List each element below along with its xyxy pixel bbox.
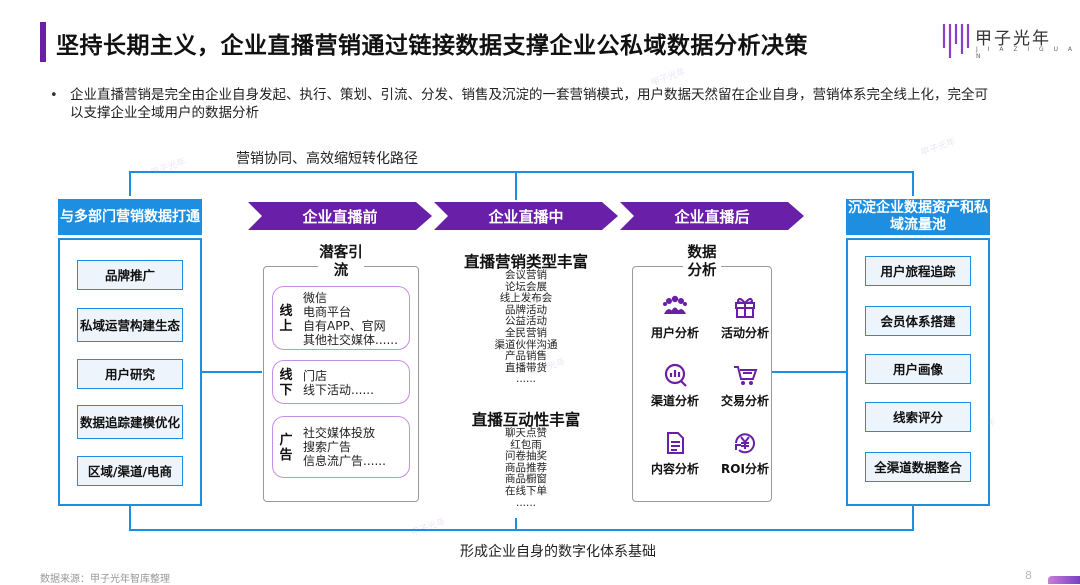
pre-online-line: 微信 [303, 291, 328, 305]
during-types-list: 会议营销 论坛会展 线上发布会 品牌活动 公益活动 全民营销 渠道伙伴沟通 产品… [446, 269, 606, 386]
right-column-header: 沉淀企业数据资产和私域流量池 [846, 199, 990, 235]
stage-chevron-after: 企业直播后 [620, 202, 804, 230]
stage-label-during: 企业直播中 [488, 207, 564, 226]
during-types-head: 直播营销类型丰富 [463, 253, 588, 271]
intro-text: 企业直播营销是完全由企业自身发起、执行、策划、引流、分发、销售及沉淀的一套营销模… [70, 87, 988, 121]
footer-accent-bar [1048, 576, 1080, 584]
document-icon [667, 432, 684, 454]
pre-group-ads-lines: 社交媒体投放 搜索广告 信息流广告...... [303, 426, 386, 468]
page-number: 8 [1025, 569, 1032, 582]
during-interact-item: 问卷抽奖 [505, 450, 547, 463]
pre-online-line: 电商平台 [303, 305, 352, 319]
analysis-content: 内容分析 [640, 430, 710, 477]
during-interact-head: 直播互动性丰富 [471, 411, 581, 429]
right-column-box: 用户旅程追踪 会员体系搭建 用户画像 线索评分 全渠道数据整合 [846, 238, 990, 506]
analysis-user-label: 用户分析 [650, 326, 699, 340]
post-live-head: 数据分析 [683, 244, 721, 280]
pre-group-online-lines: 微信 电商平台 自有APP、官网 其他社交媒体...... [303, 291, 398, 347]
during-type-item: 论坛会展 [505, 280, 547, 293]
pre-offline-line: 线下活动...... [303, 383, 374, 397]
during-interact-item: 商品推荐 [505, 461, 547, 474]
bottom-base-label: 形成企业自身的数字化体系基础 [460, 544, 656, 560]
during-type-item: 直播带货 [505, 361, 547, 374]
pre-group-online-tag: 线上 [279, 304, 293, 334]
users-icon [663, 295, 687, 314]
pre-online-line: 其他社交媒体...... [303, 333, 398, 347]
pre-group-ads: 广告 社交媒体投放 搜索广告 信息流广告...... [272, 416, 410, 478]
brand-logo-text: 甲子光年 [975, 29, 1051, 49]
footer-source: 数据来源：甲子光年智库整理 [40, 574, 170, 585]
stage-label-after: 企业直播后 [674, 207, 750, 226]
analysis-roi-label: ROI分析 [721, 462, 769, 476]
right-item-lead-scoring: 线索评分 [865, 402, 971, 432]
gift-icon [735, 297, 755, 318]
during-type-item: 渠道伙伴沟通 [494, 338, 558, 351]
right-item-user-profile: 用户画像 [865, 354, 971, 384]
during-interact-item: 商品橱窗 [505, 473, 547, 486]
during-interact-item: ...... [515, 496, 537, 509]
during-type-item: 品牌活动 [505, 303, 547, 316]
title-accent-bar [40, 22, 46, 62]
right-item-membership: 会员体系搭建 [865, 306, 971, 336]
yen-icon [735, 433, 755, 454]
left-item-private-ops: 私域运营构建生态 [77, 308, 183, 342]
during-type-item: 线上发布会 [499, 292, 553, 305]
analysis-trade-label: 交易分析 [720, 394, 769, 408]
brand-logo-subtext: J I A Z I G U A N [976, 46, 1077, 60]
pre-group-offline-lines: 门店 线下活动...... [303, 369, 374, 397]
channel-icon [664, 363, 687, 387]
pre-live-head: 潜客引流 [318, 244, 364, 280]
analysis-content-label: 内容分析 [650, 462, 699, 476]
page-title: 坚持长期主义，企业直播营销通过链接数据支撑企业公私域数据分析决策 [56, 33, 808, 59]
analysis-activity-label: 活动分析 [720, 326, 769, 340]
during-interact-item: 聊天点赞 [505, 427, 547, 439]
right-item-omnichannel: 全渠道数据整合 [865, 452, 971, 482]
right-item-user-journey: 用户旅程追踪 [865, 256, 971, 286]
analysis-activity: 活动分析 [710, 294, 780, 341]
pre-group-ads-tag: 广告 [279, 433, 293, 463]
analysis-user: 用户分析 [640, 294, 710, 341]
cart-icon [734, 366, 758, 385]
stage-chevron-before: 企业直播前 [248, 202, 432, 230]
bottom-base-line [129, 505, 914, 531]
left-column-header: 与多部门营销数据打通 [58, 199, 202, 235]
during-type-item: 公益活动 [505, 315, 547, 328]
during-interact-list: 聊天点赞 红包雨 问卷抽奖 商品推荐 商品橱窗 在线下单 ...... [446, 427, 606, 509]
analysis-channel: 渠道分析 [640, 362, 710, 409]
pre-ads-line: 社交媒体投放 [303, 426, 376, 440]
intro-bullet: • [50, 88, 58, 103]
analysis-roi: ROI分析 [710, 430, 780, 477]
left-item-user-research: 用户研究 [77, 359, 183, 389]
pre-group-offline-tag: 线下 [279, 368, 293, 398]
post-live-panel [632, 266, 772, 502]
pre-ads-line: 信息流广告...... [303, 454, 386, 468]
during-type-item: ...... [515, 373, 537, 386]
during-type-item: 产品销售 [505, 350, 547, 363]
left-item-brand: 品牌推广 [77, 260, 183, 290]
top-route-line [129, 171, 517, 200]
pre-group-offline: 线下 门店 线下活动...... [272, 360, 410, 404]
pre-ads-line: 搜索广告 [303, 440, 352, 454]
during-interact-item: 红包雨 [510, 438, 542, 451]
analysis-channel-label: 渠道分析 [650, 394, 699, 408]
analysis-trade: 交易分析 [710, 362, 780, 409]
during-interact-item: 在线下单 [505, 484, 547, 497]
top-route-label: 营销协同、高效缩短转化路径 [236, 151, 418, 167]
during-type-item: 会议营销 [505, 269, 547, 281]
left-item-region-channel: 区域/渠道/电商 [77, 456, 183, 486]
pre-offline-line: 门店 [303, 369, 328, 383]
pre-online-line: 自有APP、官网 [303, 319, 386, 333]
stage-chevron-during: 企业直播中 [434, 202, 618, 230]
stage-label-before: 企业直播前 [302, 207, 378, 226]
brand-logo-icon [942, 24, 970, 58]
pre-group-online: 线上 微信 电商平台 自有APP、官网 其他社交媒体...... [272, 286, 410, 350]
left-item-data-tracking: 数据追踪建模优化 [77, 405, 183, 439]
during-type-item: 全民营销 [505, 326, 547, 339]
left-column-box: 品牌推广 私域运营构建生态 用户研究 数据追踪建模优化 区域/渠道/电商 [58, 238, 202, 506]
